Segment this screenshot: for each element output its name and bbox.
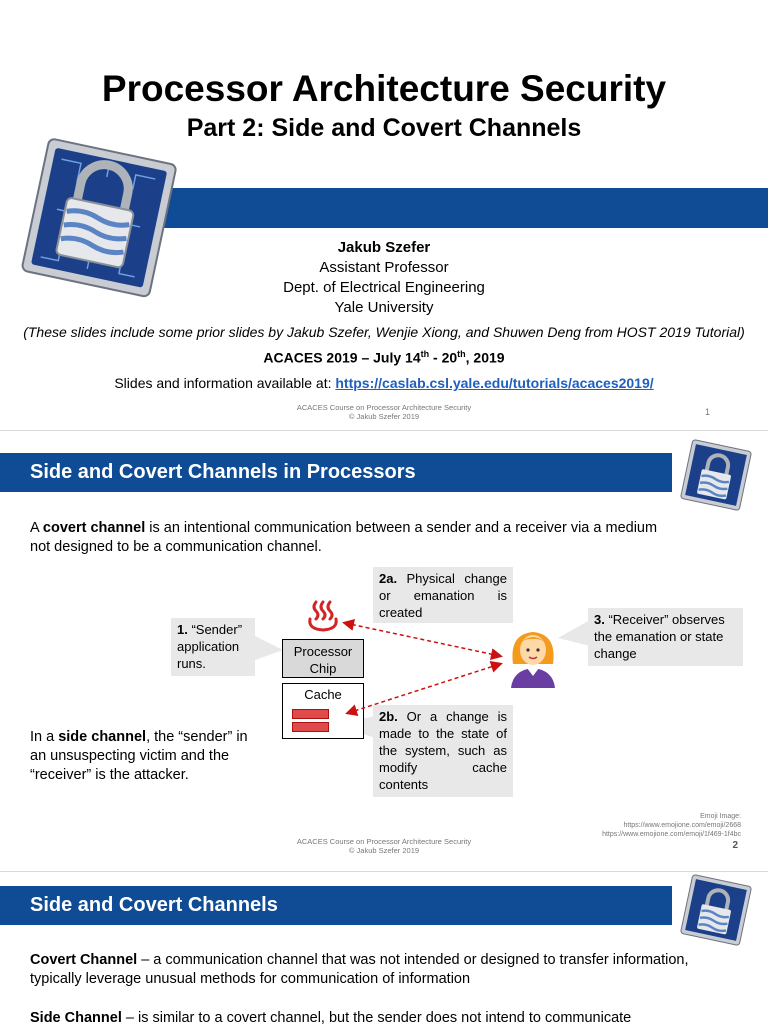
slide-subtitle: Part 2: Side and Covert Channels (186, 114, 582, 142)
processor-chip-box: Processor Chip (282, 639, 364, 678)
callout-pointer (255, 636, 283, 660)
callout-physical-change: 2a. Physical change or emanation is crea… (373, 567, 513, 623)
cache-line (292, 709, 329, 719)
prior-slides-note: (These slides include some prior slides … (23, 324, 745, 340)
title-band (115, 188, 768, 228)
cache-box: Cache (282, 683, 364, 739)
padlock-chip-icon (680, 874, 752, 946)
author-position: Assistant Professor (319, 259, 449, 276)
side-channel-term: Side Channel – is similar to a covert ch… (30, 1010, 632, 1024)
author-university: Yale University (334, 299, 434, 316)
woman-office-worker-icon (511, 632, 555, 688)
slide-heading: Side and Covert Channels (0, 886, 672, 925)
page-number: 1 (704, 407, 710, 417)
slide-1: Processor Architecture Security Part 2: … (0, 0, 768, 430)
slide-heading: Side and Covert Channels in Processors (0, 453, 672, 492)
callout-sender: 1. “Sender” application runs. (171, 618, 255, 676)
slide-title: Processor Architecture Security (101, 68, 667, 109)
author-department: Dept. of Electrical Engineering (283, 279, 485, 296)
callout-state-change: 2b. Or a change is made to the state of … (373, 705, 513, 797)
callout-pointer (558, 620, 590, 646)
hot-springs-icon (308, 600, 338, 632)
slide-3: Side and Covert Channels Covert Channel … (0, 872, 768, 1024)
page-number: 2 (732, 840, 738, 851)
emanation-arrow (342, 619, 503, 660)
cache-line (292, 722, 329, 732)
callout-receiver: 3. “Receiver” observes the emanation or … (588, 608, 743, 666)
slide-2: Side and Covert Channels in Processors A… (0, 431, 768, 871)
event-line: ACACES 2019 – July 14th - 20th, 2019 (263, 349, 505, 366)
covert-channel-term: Covert Channel – a communication channel… (30, 952, 689, 987)
author-name: Jakub Szefer (337, 239, 431, 256)
emoji-credit: Emoji Image: https://www.emojione.com/em… (602, 813, 741, 838)
slides-link[interactable]: https://caslab.csl.yale.edu/tutorials/ac… (335, 375, 654, 391)
slides-info: Slides and information available at: htt… (114, 375, 654, 391)
side-channel-definition: In a side channel, the “sender” in an un… (30, 729, 248, 783)
padlock-chip-icon (21, 138, 177, 298)
padlock-chip-icon (680, 439, 752, 511)
footer: ACACES Course on Processor Architecture … (296, 403, 472, 421)
footer: ACACES Course on Processor Architecture … (296, 837, 472, 855)
covert-channel-definition: A covert channel is an intentional commu… (30, 520, 658, 555)
